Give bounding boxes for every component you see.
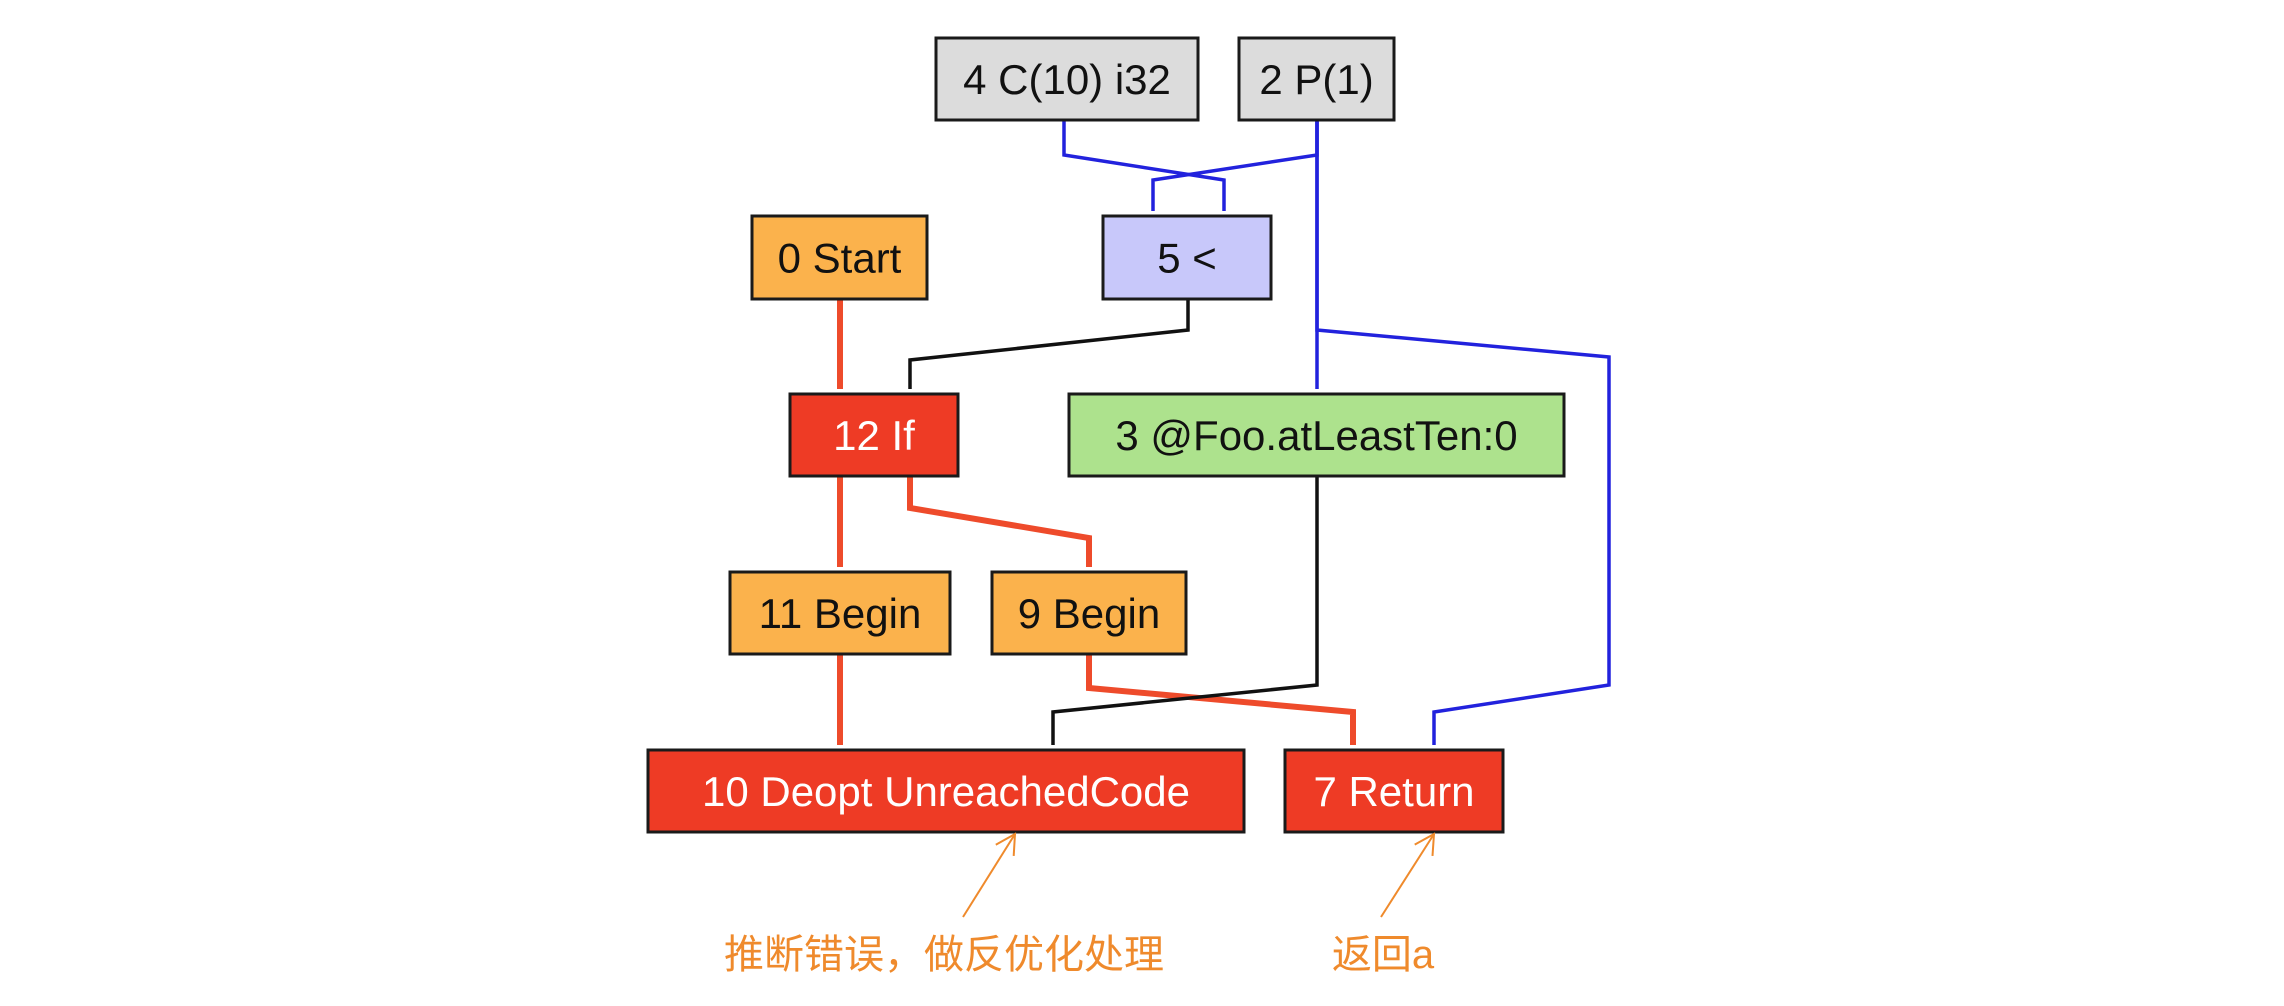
node-box	[788, 392, 960, 478]
edge-n4-to-n5	[1062, 120, 1226, 211]
node-n3[interactable]: 3 @Foo.atLeastTen:0	[1067, 392, 1566, 478]
edge-n9-to-n7	[1086, 654, 1356, 745]
node-box	[934, 36, 1200, 122]
node-box	[1237, 36, 1396, 122]
annotation-text: 推断错误，做反优化处理	[724, 933, 1164, 977]
annotation-arrow	[962, 833, 1016, 918]
node-box	[1067, 392, 1566, 478]
node-n12[interactable]: 12 If	[788, 392, 960, 478]
node-box	[1101, 214, 1273, 301]
edge-n3-to-n10	[1051, 476, 1319, 745]
node-label: 9 Begin	[1018, 590, 1160, 637]
node-n9[interactable]: 9 Begin	[990, 570, 1188, 656]
node-label: 12 If	[833, 412, 915, 459]
node-n0[interactable]: 0 Start	[750, 214, 929, 301]
node-label: 4 C(10) i32	[963, 56, 1171, 103]
annotations-layer: 推断错误，做反优化处理 返回a	[724, 832, 1436, 977]
node-n10[interactable]: 10 Deopt UnreachedCode	[646, 748, 1246, 834]
annotation-arrowhead	[995, 832, 1017, 857]
annotation-arrowhead	[1414, 832, 1436, 857]
edges-layer	[837, 120, 1611, 745]
node-n5[interactable]: 5 <	[1101, 214, 1273, 301]
node-n11[interactable]: 11 Begin	[728, 570, 952, 656]
edge-n2-to-n5	[1151, 120, 1319, 211]
edge-n2-to-n7	[1315, 120, 1611, 745]
node-n7[interactable]: 7 Return	[1283, 748, 1505, 834]
node-label: 0 Start	[778, 235, 902, 282]
node-label: 11 Begin	[759, 590, 922, 637]
edge-n5-to-n12	[908, 299, 1190, 389]
nodes-layer: 4 C(10) i32 2 P(1) 0 Start 5 < 12 If 3 @Foo.a…	[646, 36, 1566, 834]
node-n4[interactable]: 4 C(10) i32	[934, 36, 1200, 122]
node-label: 5 <	[1157, 235, 1217, 282]
node-label: 3 @Foo.atLeastTen:0	[1115, 412, 1517, 459]
annotation-text: 返回a	[1332, 933, 1435, 977]
node-label: 2 P(1)	[1259, 56, 1373, 103]
node-box	[728, 570, 952, 656]
node-box	[1283, 748, 1505, 834]
node-box	[990, 570, 1188, 656]
node-n2[interactable]: 2 P(1)	[1237, 36, 1396, 122]
edge-n12-to-n9	[907, 476, 1092, 567]
node-box	[750, 214, 929, 301]
node-label: 10 Deopt UnreachedCode	[702, 768, 1190, 815]
annotation-arrow	[1380, 833, 1435, 918]
node-label: 7 Return	[1313, 768, 1474, 815]
node-box	[646, 748, 1246, 834]
